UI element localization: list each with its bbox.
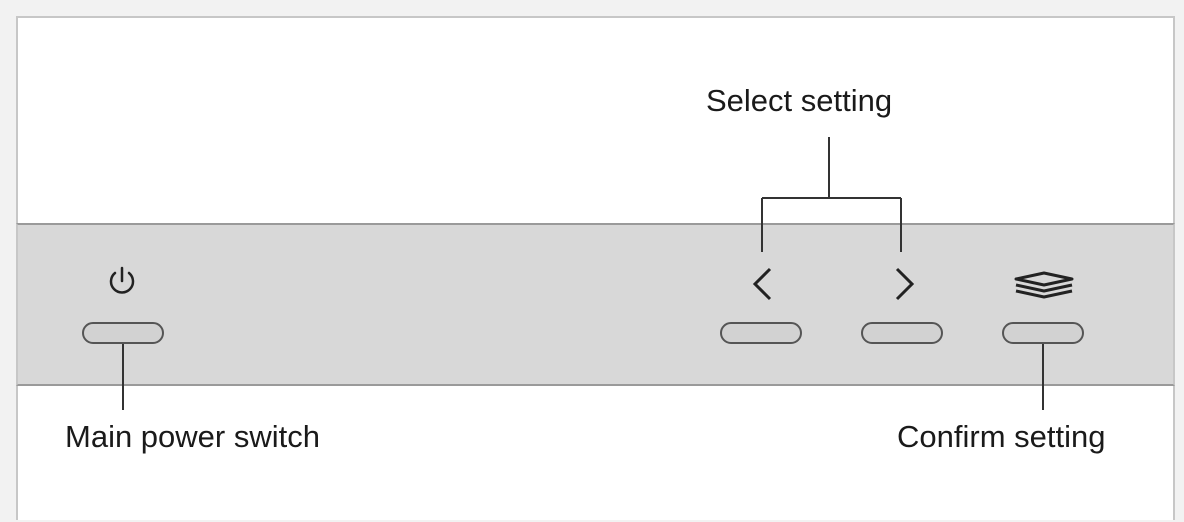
chevron-left-icon — [750, 266, 776, 302]
select-setting-label: Select setting — [706, 85, 892, 116]
select-previous-button[interactable] — [720, 322, 802, 344]
confirm-setting-button[interactable] — [1002, 322, 1084, 344]
select-next-button[interactable] — [861, 322, 943, 344]
layers-icon — [1010, 270, 1078, 302]
main-power-switch-label: Main power switch — [65, 421, 320, 452]
chevron-right-icon — [892, 266, 918, 302]
power-icon — [105, 264, 139, 298]
confirm-setting-label: Confirm setting — [897, 421, 1105, 452]
main-power-button[interactable] — [82, 322, 164, 344]
